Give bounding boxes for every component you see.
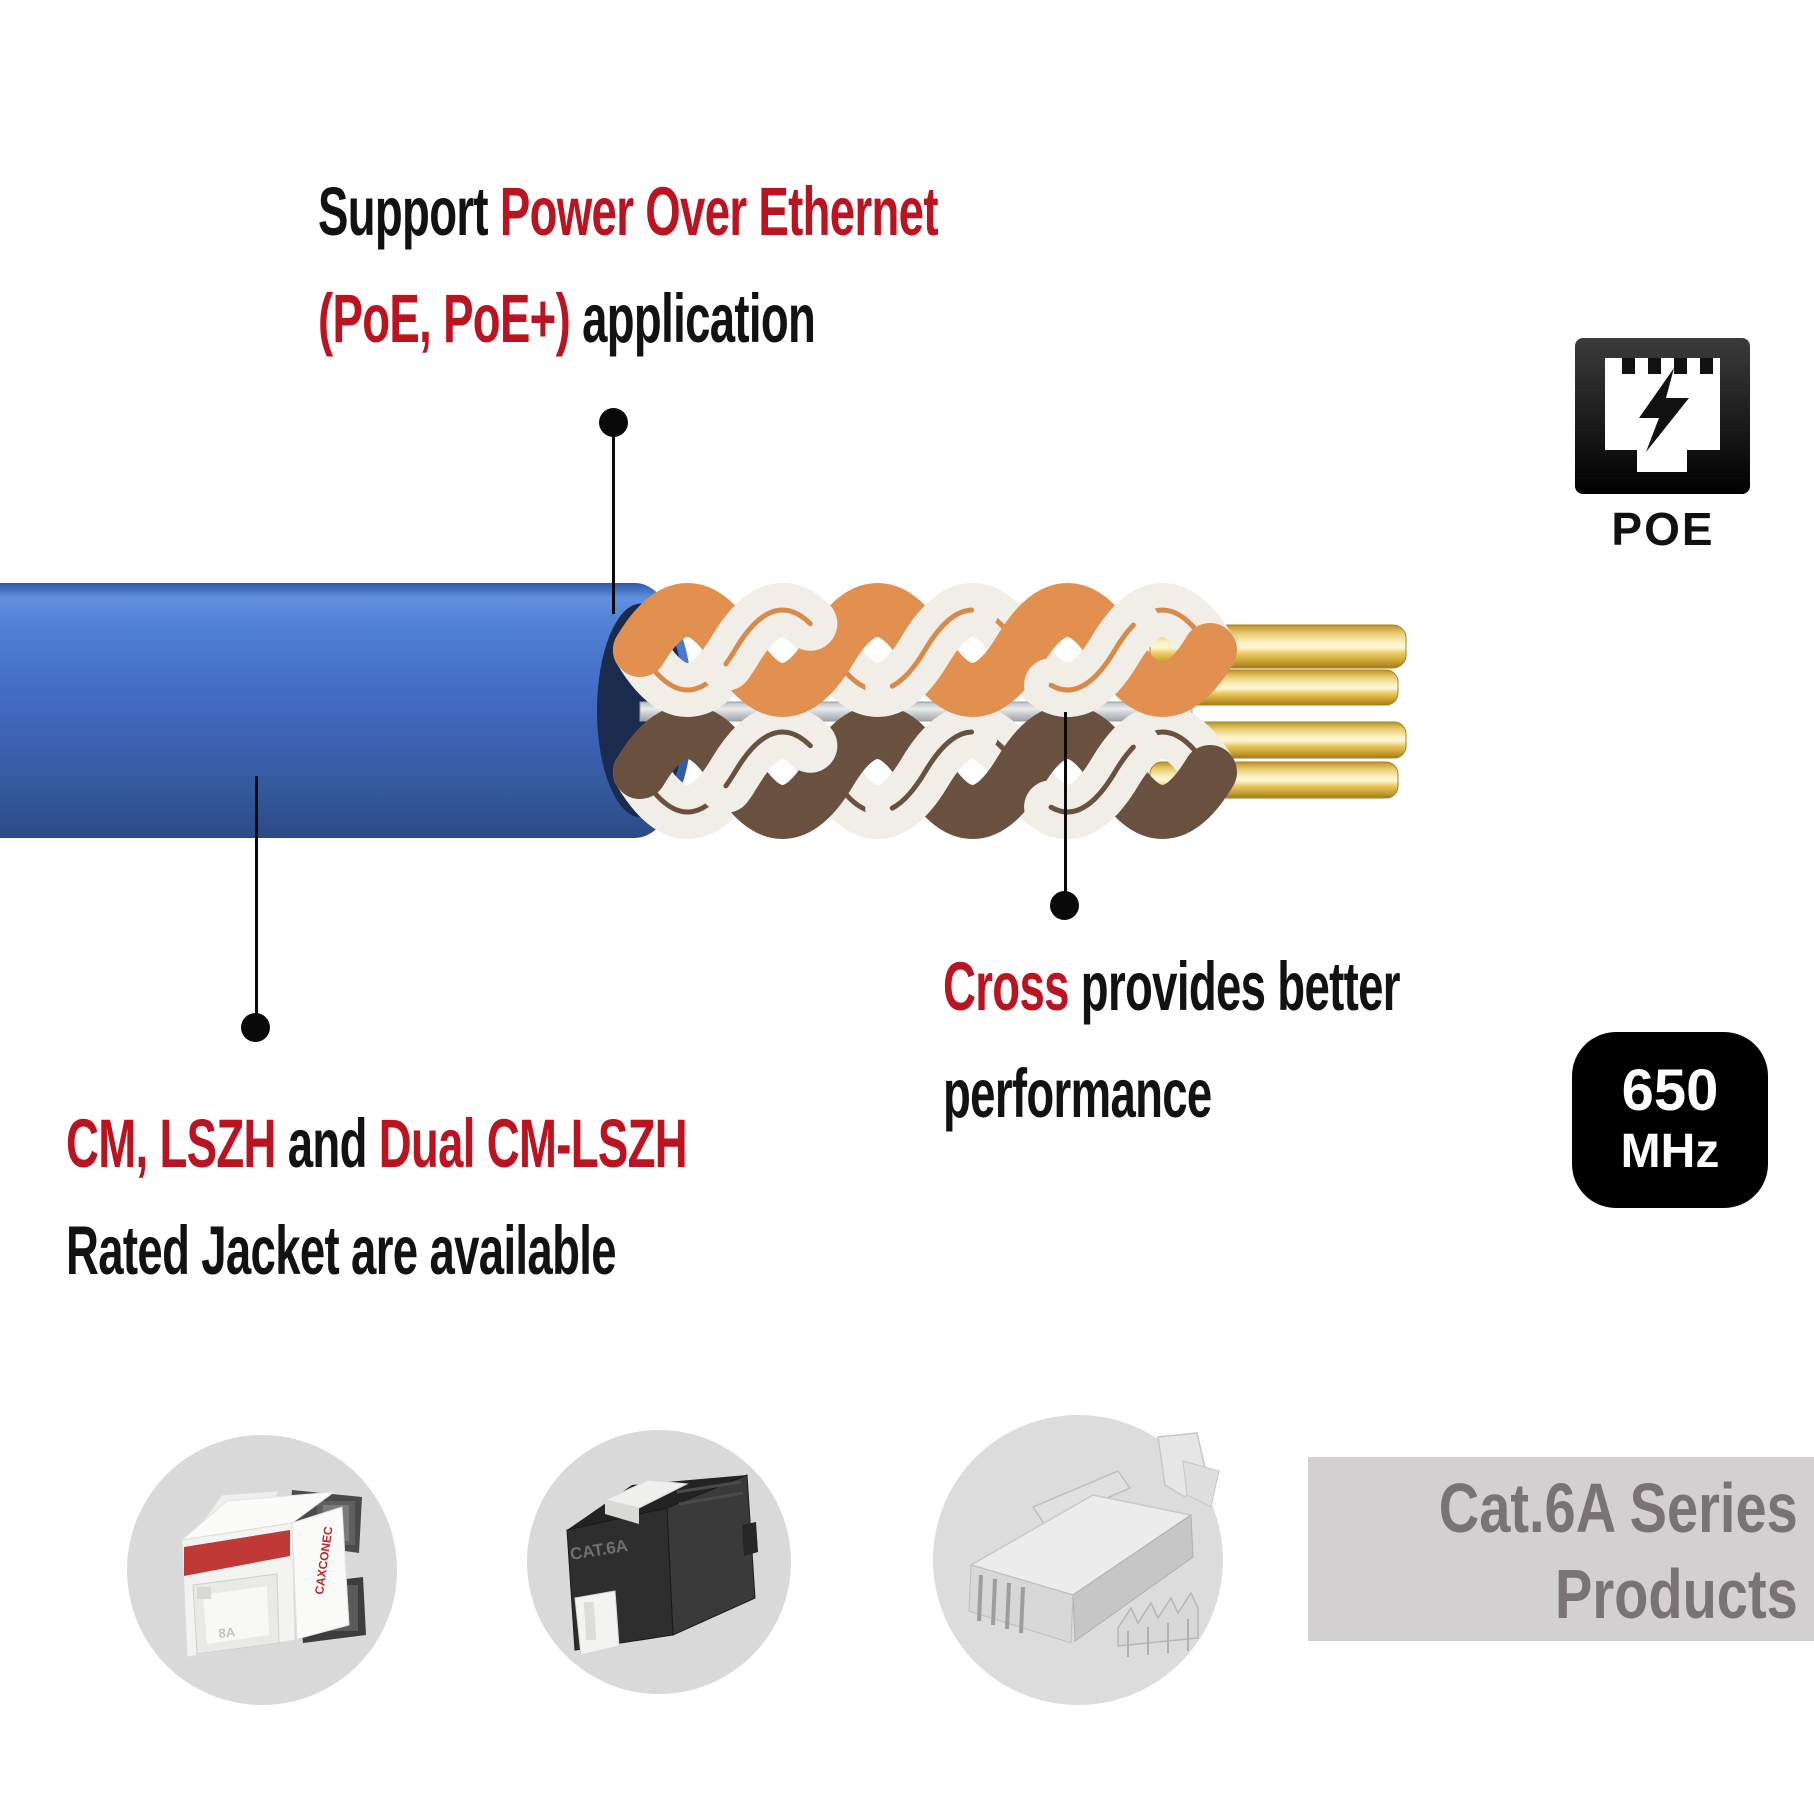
product-circle-white-keystone: CAXCONEC 8A [127,1435,397,1705]
text-red: CM, LSZH [66,1105,276,1182]
poe-badge-label: POE [1611,503,1715,555]
port-marking-text: 8A [218,1624,237,1641]
cable-cutaway-image [0,583,1407,839]
text-red: Dual CM-LSZH [378,1105,688,1182]
callout-dot-jacket [241,1013,270,1042]
product-image-shielded-rj45-plug [968,1432,1220,1657]
series-panel: Cat.6A Series Products [1308,1457,1814,1641]
text-black: Support [318,173,500,250]
callout-line-cross [1064,712,1067,897]
series-title-line2: Products [1555,1555,1798,1633]
annotation-line: Rated Jacket are available [66,1212,617,1289]
contact-comb [1117,1591,1199,1647]
poe-lightning-icon [1575,338,1750,494]
series-panel-text: Cat.6A Series Products [1439,1465,1798,1637]
twisted-pair-orange [613,583,1237,717]
callout-line-jacket [255,776,258,1018]
annotation-line: Support Power Over Ethernet [318,158,939,265]
text-black: provides better [1068,948,1401,1025]
frequency-value: 650 [1621,1058,1719,1123]
annotation-cross-performance: Cross provides better performance [943,933,1401,1147]
text-black: application [570,280,816,357]
twisted-pair-brown [613,705,1237,839]
text-black: and [275,1105,379,1182]
callout-dot-cross [1050,891,1079,920]
frequency-unit: MHz [1620,1125,1720,1178]
callout-line-poe [612,432,615,614]
cable-jacket [0,583,693,838]
annotation-line: (PoE, PoE+) application [318,265,938,372]
text-red: (PoE, PoE+) [318,280,571,357]
lightning-bolt [1639,368,1689,452]
annotation-line: performance [943,1055,1212,1132]
product-image-black-keystone-jack: CAT.6A [566,1474,758,1656]
series-title-line1: Cat.6A Series [1439,1469,1798,1547]
frequency-badge: 650 MHz [1572,1032,1768,1208]
annotation-line: Cross provides better [943,933,1401,1040]
annotation-line: CM, LSZH and Dual CM-LSZH [66,1090,688,1197]
text-red: Cross [943,948,1069,1025]
text-red: Power Over Ethernet [499,173,939,250]
product-image-white-keystone-jack: CAXCONEC 8A [180,1490,366,1658]
annotation-jacket-rating: CM, LSZH and Dual CM-LSZH Rated Jacket a… [66,1090,688,1304]
product-circle-rj45-plug [933,1415,1223,1705]
product-circle-black-keystone: CAT.6A [527,1430,791,1694]
annotation-poe-application: Support Power Over Ethernet (PoE, PoE+) … [318,158,939,372]
